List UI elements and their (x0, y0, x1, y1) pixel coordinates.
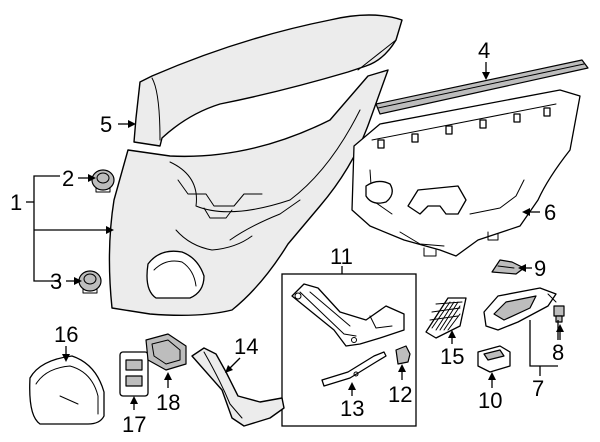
part-16-speaker-cover[interactable] (29, 355, 105, 425)
part-13-trim-strip[interactable] (321, 351, 387, 387)
part-11-armrest-bracket[interactable] (291, 283, 405, 347)
part-18-switch-panel[interactable] (145, 333, 187, 371)
callout-4: 4 (478, 38, 490, 63)
callout-10: 10 (478, 388, 502, 413)
part-12-clip[interactable] (395, 345, 411, 365)
part-17-window-switch[interactable] (119, 351, 149, 397)
part-15-speaker-grille[interactable] (425, 297, 467, 339)
callout-1: 1 (10, 190, 22, 215)
part-6-door-carrier[interactable] (351, 89, 581, 257)
part-5-upper-trim[interactable] (133, 14, 403, 147)
callout-18: 18 (156, 390, 180, 415)
callout-15: 15 (440, 344, 464, 369)
callout-16: 16 (54, 322, 78, 347)
callout-13: 13 (340, 396, 364, 421)
part-9-bezel[interactable] (491, 259, 525, 275)
callout-7: 7 (532, 376, 544, 401)
callout-14: 14 (234, 334, 258, 359)
callout-12: 12 (388, 382, 412, 407)
callout-2: 2 (62, 166, 74, 191)
part-7-handle-housing[interactable] (483, 287, 557, 331)
part-2-clip[interactable] (91, 169, 115, 193)
part-11-box (281, 273, 417, 427)
part-14-armrest-cover[interactable] (191, 347, 285, 427)
callout-5: 5 (100, 112, 112, 137)
part-4-belt-molding[interactable] (375, 59, 589, 115)
callout-3: 3 (50, 269, 62, 294)
callout-labels: 1 2 3 4 5 6 7 8 9 10 11 12 13 14 15 16 1… (10, 38, 564, 437)
part-8-screw[interactable] (553, 305, 565, 323)
callout-8: 8 (552, 340, 564, 365)
callout-11: 11 (330, 244, 353, 269)
callout-6: 6 (544, 200, 556, 225)
part-10-switch[interactable] (477, 345, 511, 373)
part-3-clip[interactable] (78, 270, 102, 294)
callout-9: 9 (534, 256, 546, 281)
part-1-door-trim-panel[interactable] (108, 69, 389, 317)
callout-17: 17 (122, 412, 146, 437)
leader-lines (26, 62, 564, 410)
